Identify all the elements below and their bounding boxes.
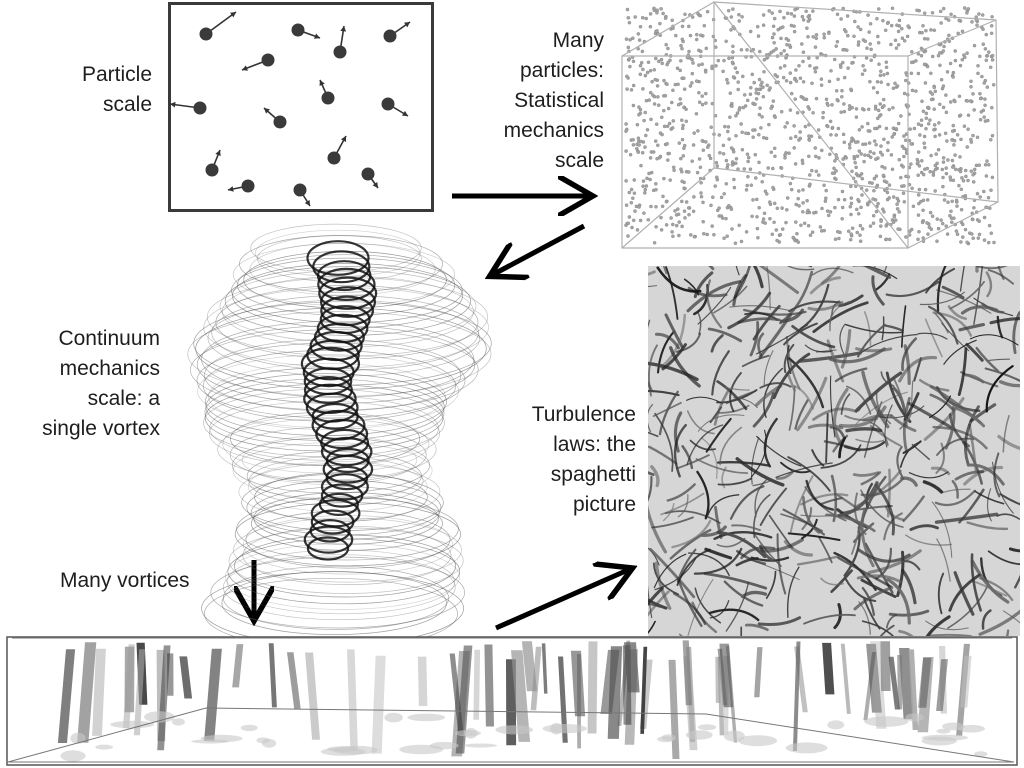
particle-cloud bbox=[624, 6, 996, 246]
particle bbox=[293, 183, 311, 207]
particle bbox=[199, 11, 237, 41]
vortex-columns bbox=[57, 640, 988, 762]
particle bbox=[381, 97, 409, 117]
many-particles-label: Many particles: Statistical mechanics sc… bbox=[503, 29, 604, 172]
turbulence-label: Turbulence laws: the spaghetti picture bbox=[531, 403, 636, 516]
single-vortex bbox=[176, 218, 496, 638]
arrow-up-right bbox=[494, 570, 628, 631]
particle bbox=[333, 25, 347, 59]
continuum-label: Continuum mechanics scale: a single vort… bbox=[42, 327, 160, 440]
particles bbox=[169, 11, 411, 207]
particle bbox=[241, 53, 275, 71]
particle bbox=[319, 79, 335, 105]
particle bbox=[205, 149, 221, 177]
particle bbox=[291, 23, 321, 39]
particle bbox=[263, 107, 287, 129]
vortex-filaments bbox=[648, 266, 1020, 636]
particle-scale-panel bbox=[168, 2, 434, 212]
particle bbox=[361, 167, 379, 189]
arrow-down-left bbox=[494, 223, 586, 274]
many-vortices-label: Many vortices bbox=[60, 569, 190, 592]
particle bbox=[327, 135, 347, 165]
particle-scale-label: Particle scale bbox=[81, 63, 152, 116]
many-vortices-box bbox=[6, 636, 1018, 766]
particle bbox=[227, 179, 255, 193]
statistical-mechanics-box bbox=[618, 0, 1020, 262]
particle bbox=[169, 101, 207, 115]
spaghetti-picture bbox=[648, 266, 1020, 636]
particle bbox=[383, 21, 411, 43]
vortex-rings bbox=[187, 223, 492, 638]
